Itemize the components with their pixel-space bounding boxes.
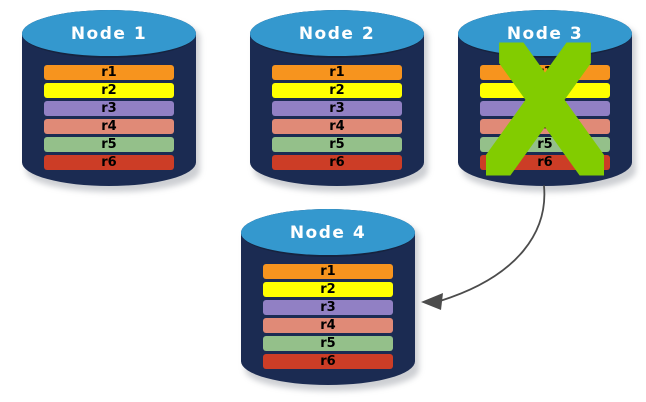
node-4-label: Node 4 [289, 222, 367, 243]
node-3-label: Node 3 [506, 23, 584, 44]
node-3[interactable]: Node 3 r1 r2 r3 r4 r5 r6 [458, 10, 636, 192]
node-2-label: Node 2 [298, 23, 376, 44]
node-1-label: Node 1 [70, 23, 148, 44]
node-3-record-r2[interactable]: r2 [479, 83, 611, 98]
node-1-record-r2[interactable]: r2 [43, 83, 175, 98]
node-1[interactable]: Node 1 r1 r2 r3 r4 r5 r6 [22, 10, 200, 192]
arrow-head-icon [421, 293, 443, 310]
node-3-record-r6[interactable]: r6 [479, 155, 611, 170]
node-4-record-r2[interactable]: r2 [262, 282, 394, 297]
node-1-record-r6[interactable]: r6 [43, 155, 175, 170]
node-4-record-list: r1 r2 r3 r4 r5 r6 [262, 264, 394, 369]
node-1-record-r1[interactable]: r1 [43, 65, 175, 80]
node-2-record-r1[interactable]: r1 [271, 65, 403, 80]
node-4-cylinder-top [241, 209, 415, 257]
node-4-record-r3[interactable]: r3 [262, 300, 394, 315]
node-2-record-r6[interactable]: r6 [271, 155, 403, 170]
node-4[interactable]: Node 4 r1 r2 r3 r4 r5 r6 [241, 209, 419, 391]
node-4-record-r4[interactable]: r4 [262, 318, 394, 333]
node-4-record-r5[interactable]: r5 [262, 336, 394, 351]
node-3-record-r5[interactable]: r5 [479, 137, 611, 152]
node-3-record-r4[interactable]: r4 [479, 119, 611, 134]
node-2-record-list: r1 r2 r3 r4 r5 r6 [271, 65, 403, 170]
node-2-record-r3[interactable]: r3 [271, 101, 403, 116]
node-3-record-r1[interactable]: r1 [479, 65, 611, 80]
node-2-cylinder-top [250, 10, 424, 58]
node-2-record-r5[interactable]: r5 [271, 137, 403, 152]
node-3-record-r3[interactable]: r3 [479, 101, 611, 116]
node-4-record-r1[interactable]: r1 [262, 264, 394, 279]
node-1-record-list: r1 r2 r3 r4 r5 r6 [43, 65, 175, 170]
node-4-record-r6[interactable]: r6 [262, 354, 394, 369]
node-1-record-r4[interactable]: r4 [43, 119, 175, 134]
node-3-record-list: r1 r2 r3 r4 r5 r6 [479, 65, 611, 170]
node-2[interactable]: Node 2 r1 r2 r3 r4 r5 r6 [250, 10, 428, 192]
node-1-cylinder-top [22, 10, 196, 58]
node-1-record-r3[interactable]: r3 [43, 101, 175, 116]
node-2-record-r2[interactable]: r2 [271, 83, 403, 98]
node-1-record-r5[interactable]: r5 [43, 137, 175, 152]
node-2-record-r4[interactable]: r4 [271, 119, 403, 134]
